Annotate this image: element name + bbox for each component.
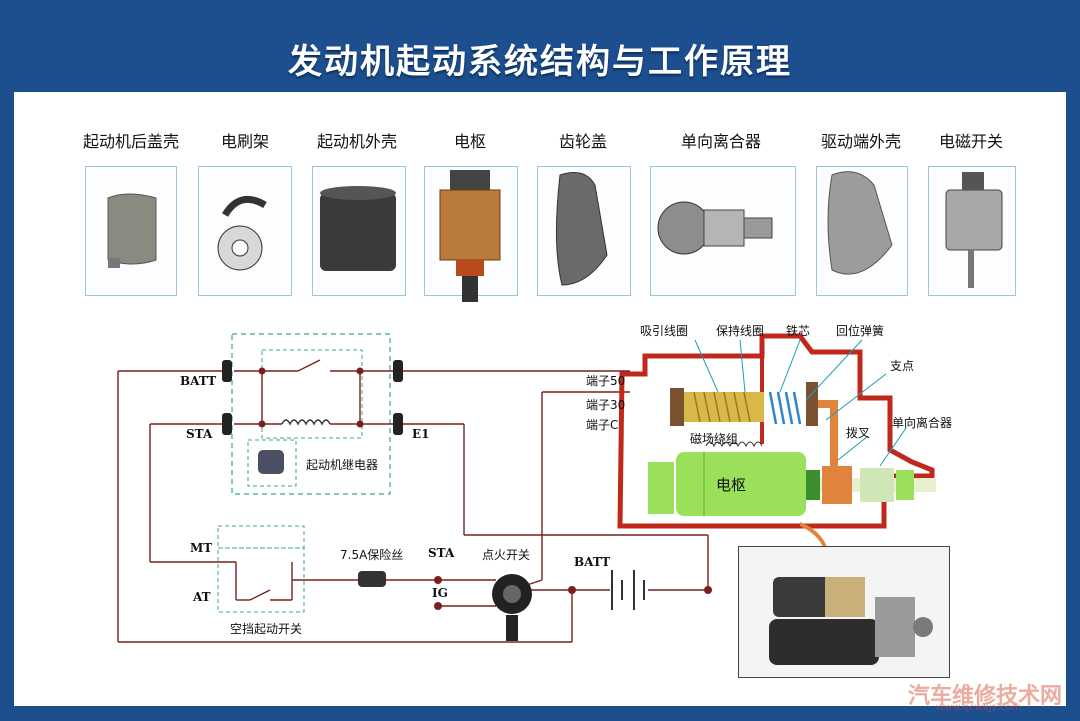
battery-icon bbox=[611, 570, 645, 610]
relay-batt-label: BATT bbox=[180, 374, 217, 388]
relay-connectors bbox=[222, 360, 403, 435]
relay-e1-label: E1 bbox=[412, 427, 430, 441]
core-label: 铁芯 bbox=[786, 324, 811, 338]
wiring bbox=[117, 359, 709, 643]
relay-box bbox=[231, 333, 391, 495]
mt-label: MT bbox=[190, 541, 213, 555]
neutral-switch-label: 空挡起动开关 bbox=[230, 622, 303, 636]
component-label-armature: 电枢 bbox=[453, 132, 487, 151]
ignition-switch-label: 点火开关 bbox=[482, 548, 531, 562]
leader-lines bbox=[694, 339, 907, 467]
ignition-sta-label: STA bbox=[428, 546, 455, 560]
component-label-clutch: 单向离合器 bbox=[680, 132, 762, 151]
component-sketches bbox=[107, 170, 1003, 302]
ignition-ig-label: IG bbox=[432, 586, 448, 600]
fork-label: 拨叉 bbox=[846, 426, 871, 440]
watermark-url: www.qcwxjs.com bbox=[936, 702, 1022, 713]
at-label: AT bbox=[193, 590, 211, 604]
watermark: 汽车维修技术网 bbox=[908, 684, 1063, 709]
armature-label: 电枢 bbox=[716, 476, 747, 494]
relay-sta-label: STA bbox=[186, 427, 213, 441]
poster-title: 发动机起动系统结构与工作原理 bbox=[288, 42, 792, 82]
component-label-rear-cover: 起动机后盖壳 bbox=[82, 132, 180, 151]
wire-nodes bbox=[258, 367, 712, 610]
starter-schematic bbox=[617, 333, 936, 529]
clutch-label: 单向离合器 bbox=[892, 416, 953, 430]
return-spring-label: 回位弹簧 bbox=[836, 324, 885, 338]
starter-photo bbox=[738, 546, 950, 678]
component-label-solenoid: 电磁开关 bbox=[938, 132, 1004, 151]
fuse-label: 7.5A保险丝 bbox=[340, 548, 404, 562]
fuse-icon bbox=[358, 571, 386, 587]
relay-name-label: 起动机继电器 bbox=[306, 458, 379, 472]
field-winding-label: 磁场绕组 bbox=[690, 432, 739, 446]
pull-in-coil-label: 吸引线圈 bbox=[640, 324, 689, 338]
ignition-switch-icon bbox=[492, 574, 532, 641]
terminal-30-label: 端子30 bbox=[586, 398, 626, 412]
hold-coil-label: 保持线圈 bbox=[716, 324, 765, 338]
component-label-brush-holder: 电刷架 bbox=[220, 132, 270, 151]
pivot-label: 支点 bbox=[890, 359, 915, 373]
neutral-switch-box bbox=[217, 525, 305, 613]
component-label-drive-housing: 驱动端外壳 bbox=[820, 132, 902, 151]
battery-label: BATT bbox=[574, 555, 611, 569]
terminal-50-label: 端子50 bbox=[586, 374, 626, 388]
terminal-c-label: 端子C bbox=[586, 418, 619, 432]
component-label-gear-cover: 齿轮盖 bbox=[558, 132, 608, 151]
component-label-housing: 起动机外壳 bbox=[316, 132, 398, 151]
